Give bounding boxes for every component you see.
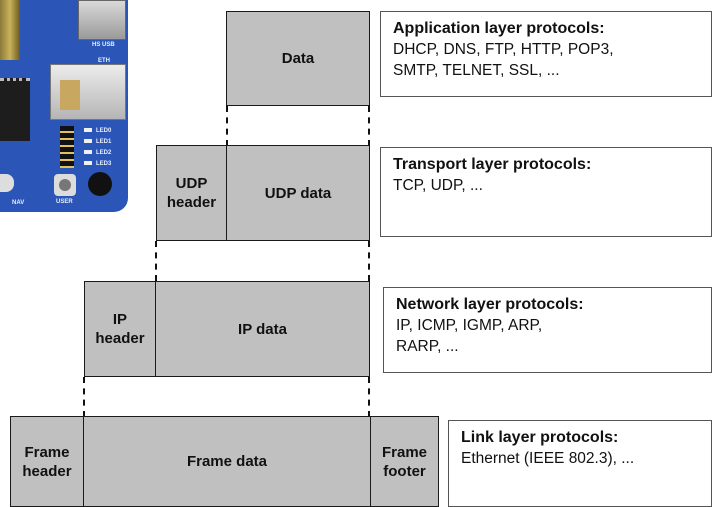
link-protocols-box: Link layer protocols: Ethernet (IEEE 802… bbox=[448, 420, 712, 507]
nav-button bbox=[0, 174, 14, 192]
silk-led0: LED0 bbox=[96, 128, 112, 134]
ip-header-box: IP header bbox=[84, 281, 156, 377]
ip-data-label: IP data bbox=[238, 320, 287, 338]
ip-data-box: IP data bbox=[155, 281, 370, 377]
silk-led1: LED1 bbox=[96, 139, 112, 145]
chip bbox=[0, 78, 30, 141]
application-protocols-list: DHCP, DNS, FTP, HTTP, POP3, SMTP, TELNET… bbox=[393, 41, 614, 79]
network-protocols-box: Network layer protocols: IP, ICMP, IGMP,… bbox=[383, 287, 712, 373]
silk-hs-usb: HS USB bbox=[92, 42, 115, 48]
application-protocols-title: Application layer protocols: bbox=[393, 20, 605, 37]
connector-transport-network-right bbox=[368, 241, 370, 281]
link-protocols-title: Link layer protocols: bbox=[461, 429, 619, 446]
connector-app-transport-left bbox=[226, 106, 228, 146]
application-data-label: Data bbox=[281, 50, 315, 67]
usb-connector bbox=[78, 0, 126, 40]
silk-led2: LED2 bbox=[96, 150, 112, 156]
connector-transport-network-left bbox=[155, 241, 157, 281]
ip-header-label: IP header bbox=[95, 311, 145, 347]
network-protocols-title: Network layer protocols: bbox=[396, 296, 584, 313]
led-row bbox=[84, 128, 92, 168]
round-component bbox=[88, 172, 112, 196]
udp-header-label: UDP header bbox=[166, 175, 217, 211]
pin-header bbox=[60, 126, 74, 168]
transport-protocols-list: TCP, UDP, ... bbox=[393, 177, 483, 194]
udp-data-label: UDP data bbox=[264, 184, 332, 202]
network-protocols-list: IP, ICMP, IGMP, ARP, RARP, ... bbox=[396, 317, 543, 355]
connector-network-link-right bbox=[368, 377, 370, 417]
frame-header-box: Frame header bbox=[10, 416, 84, 507]
transport-protocols-box: Transport layer protocols: TCP, UDP, ... bbox=[380, 147, 712, 237]
silk-user: USER bbox=[56, 199, 73, 205]
application-data-box: Data bbox=[226, 11, 370, 106]
frame-data-label: Frame data bbox=[186, 453, 268, 470]
connector-app-transport-right bbox=[368, 106, 370, 146]
header-strip bbox=[0, 0, 20, 60]
frame-header-label: Frame header bbox=[22, 443, 72, 480]
transport-protocols-title: Transport layer protocols: bbox=[393, 156, 592, 173]
user-button-cap bbox=[59, 179, 71, 191]
silk-eth: ETH bbox=[98, 58, 110, 64]
ethernet-port bbox=[60, 80, 80, 110]
silk-nav: NAV bbox=[12, 200, 25, 206]
frame-footer-box: Frame footer bbox=[370, 416, 439, 507]
silk-led3: LED3 bbox=[96, 161, 112, 167]
frame-footer-label: Frame footer bbox=[381, 443, 428, 480]
dev-board-photo: HS USB ETH LED0 LED1 LED2 LED3 NAV USER bbox=[0, 0, 128, 212]
udp-header-box: UDP header bbox=[156, 145, 227, 241]
link-protocols-list: Ethernet (IEEE 802.3), ... bbox=[461, 450, 635, 467]
frame-data-box: Frame data bbox=[83, 416, 371, 507]
connector-network-link-left bbox=[83, 377, 85, 417]
udp-data-box: UDP data bbox=[226, 145, 370, 241]
application-protocols-box: Application layer protocols: DHCP, DNS, … bbox=[380, 11, 712, 97]
